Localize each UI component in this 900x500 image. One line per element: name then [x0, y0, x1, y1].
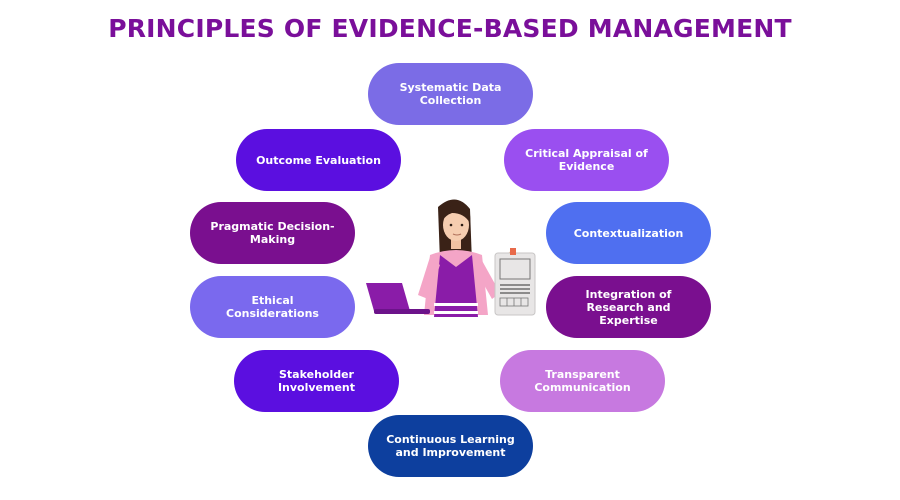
document-table-cells: [506, 298, 522, 306]
document-lines: [500, 284, 530, 294]
principle-label: Systematic Data Collection: [399, 81, 502, 107]
principle-ethical-considerations: Ethical Considerations: [190, 276, 355, 338]
vest-stripe-2: [434, 311, 478, 314]
principle-label: Transparent Communication: [534, 368, 631, 394]
right-eye: [460, 223, 464, 227]
principle-integration-research-expertise: Integration of Research and Expertise: [546, 276, 711, 338]
principle-contextualization: Contextualization: [546, 202, 711, 264]
document-sketch: [499, 258, 531, 280]
principle-pragmatic-decision-making: Pragmatic Decision-Making: [190, 202, 355, 264]
neck: [451, 235, 461, 249]
hair-front: [442, 204, 471, 223]
laptop-base: [374, 309, 430, 314]
page-title: PRINCIPLES OF EVIDENCE-BASED MANAGEMENT: [108, 14, 792, 43]
mouth: [452, 233, 462, 236]
principle-label: Integration of Research and Expertise: [585, 287, 672, 327]
principle-label: Outcome Evaluation: [256, 153, 381, 167]
vest: [434, 255, 478, 317]
principle-systematic-data-collection: Systematic Data Collection: [368, 63, 533, 125]
left-eye: [449, 223, 453, 227]
principle-label: Contextualization: [573, 226, 684, 240]
laptop-screen: [366, 283, 410, 311]
principle-continuous-learning: Continuous Learning and Improvement: [368, 415, 533, 477]
document-clip: [510, 248, 516, 255]
principle-label: Critical Appraisal of Evidence: [525, 147, 648, 173]
principle-label: Stakeholder Involvement: [277, 368, 356, 394]
face: [443, 209, 469, 241]
principle-stakeholder-involvement: Stakeholder Involvement: [234, 350, 399, 412]
principle-outcome-evaluation: Outcome Evaluation: [236, 129, 401, 191]
left-arm: [418, 257, 440, 299]
principle-label: Pragmatic Decision-Making: [210, 220, 335, 246]
right-arm: [474, 257, 500, 299]
businesswoman-illustration: [366, 199, 536, 317]
principle-transparent-communication: Transparent Communication: [500, 350, 665, 412]
vest-stripe-1: [434, 303, 478, 306]
principle-critical-appraisal: Critical Appraisal of Evidence: [504, 129, 669, 191]
principle-label: Continuous Learning and Improvement: [386, 433, 515, 459]
principle-label: Ethical Considerations: [226, 294, 319, 320]
